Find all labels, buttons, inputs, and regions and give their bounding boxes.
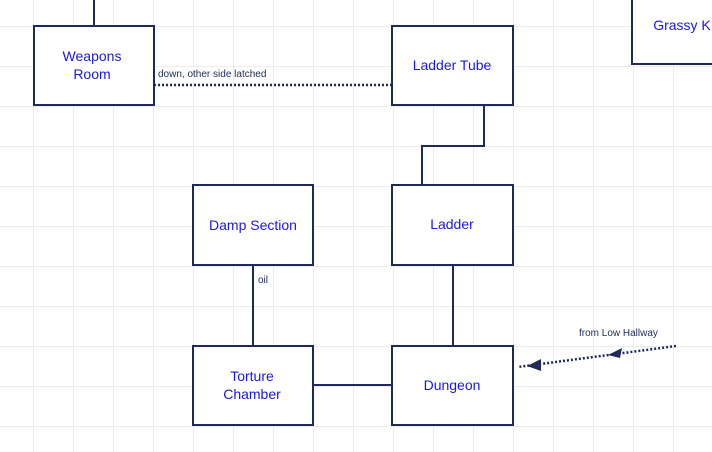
room-dungeon[interactable]: Dungeon bbox=[391, 345, 514, 426]
room-label: Ladder bbox=[430, 216, 474, 232]
connection-label-from-low-hallway: from Low Hallway bbox=[579, 328, 658, 339]
room-label-line1: Torture bbox=[230, 368, 274, 384]
room-box bbox=[391, 184, 514, 266]
room-label-line2: Chamber bbox=[223, 386, 281, 402]
room-box bbox=[192, 184, 314, 266]
room-label: Damp Section bbox=[209, 217, 297, 233]
room-box bbox=[391, 345, 514, 426]
room-label: Ladder Tube bbox=[413, 57, 492, 73]
room-box bbox=[391, 25, 514, 106]
room-ladder-tube[interactable]: Ladder Tube bbox=[391, 25, 514, 106]
connection-label-down-latched: down, other side latched bbox=[158, 69, 266, 80]
room-label: Dungeon bbox=[424, 377, 481, 393]
room-label: Grassy K bbox=[653, 17, 711, 33]
connection-ladder-tube-ladder bbox=[421, 105, 485, 185]
room-ladder[interactable]: Ladder bbox=[391, 184, 514, 266]
arrowhead-mid bbox=[608, 348, 622, 358]
arrowhead-end bbox=[527, 359, 541, 371]
room-torture-chamber[interactable]: Torture Chamber bbox=[192, 345, 314, 426]
room-label-line1: Weapons bbox=[63, 48, 122, 64]
room-weapons-room[interactable]: Weapons Room bbox=[33, 25, 155, 106]
room-box bbox=[33, 25, 155, 106]
connection-from-low-hallway bbox=[517, 344, 677, 369]
connection-label-oil: oil bbox=[258, 275, 268, 286]
room-box bbox=[631, 0, 712, 65]
room-grassy[interactable]: Grassy K bbox=[631, 0, 712, 65]
room-box bbox=[192, 345, 314, 426]
room-label-line2: Room bbox=[73, 66, 110, 82]
room-damp-section[interactable]: Damp Section bbox=[192, 184, 314, 266]
